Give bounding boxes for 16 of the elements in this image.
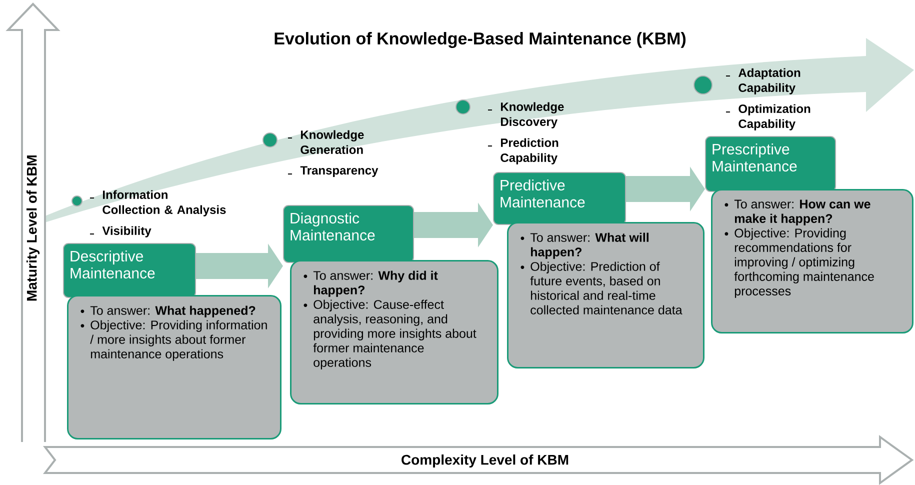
stage-box: Descriptive Maintenance — [63, 243, 196, 298]
description-box: To answer: What will happen? Objective: Prediction of future events, based on historical and real-time collected maintenance data — [507, 222, 704, 368]
description-box: To answer: How can we make it happen? Objective: Providing recommendations for improving / optimizing forthcoming maintenance processes — [711, 189, 914, 334]
capability-text: Knowledge Discovery — [501, 102, 564, 128]
title: Evolution of Knowledge-Based Maintenance (KBM) — [274, 32, 686, 48]
capability-text: Transparency — [300, 166, 378, 177]
stage-box: Diagnostic Maintenance — [283, 205, 414, 263]
axis-label: Complexity Level of KBM — [402, 454, 568, 468]
capability-text: Knowledge Generation — [300, 130, 364, 154]
description-box: To answer: What happened? Objective: Providing information / more insights about former maintenance operations — [67, 295, 282, 440]
stage-box: Predictive Maintenance — [493, 172, 626, 225]
stage-box: Prescriptive Maintenance — [705, 136, 836, 192]
capability-text: Adaptation Capability — [738, 68, 800, 94]
capability-text: Information Collection & Analysis — [102, 190, 226, 216]
axis-label: Maturity Level of KBM — [26, 155, 40, 301]
description-box: To answer: Why did it happen? Objective: Cause-effect analysis, reasoning, and providing more insights about former maintenance operations — [290, 260, 498, 404]
